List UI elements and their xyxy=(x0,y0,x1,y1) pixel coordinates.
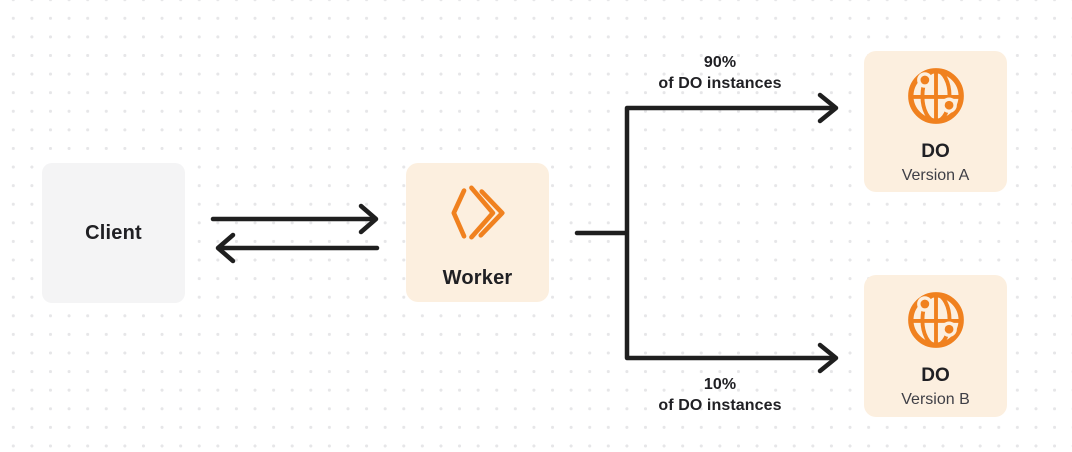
branch-bottom-arrowhead-icon xyxy=(817,342,839,374)
do-b-subtitle: Version B xyxy=(901,390,970,408)
client-label: Client xyxy=(85,221,142,244)
globe-icon xyxy=(907,292,964,348)
do-version-b-node: DO Version B xyxy=(864,275,1007,417)
branch-top-caption: of DO instances xyxy=(658,75,782,92)
do-b-title: DO xyxy=(921,365,950,386)
worker-to-client-arrowhead-icon xyxy=(215,232,236,264)
branch-bottom-caption: of DO instances xyxy=(658,397,782,414)
branch-top-label: 90% of DO instances xyxy=(620,52,820,94)
client-to-worker-arrowhead-icon xyxy=(358,203,379,235)
branch-bottom-percent: 10% xyxy=(703,376,737,393)
branch-top-percent: 90% xyxy=(703,54,737,71)
client-node: Client xyxy=(42,163,185,303)
globe-icon xyxy=(907,68,964,124)
branch-bottom-label: 10% of DO instances xyxy=(620,374,820,416)
do-a-subtitle: Version A xyxy=(901,166,970,184)
workers-logo-icon xyxy=(450,185,505,240)
worker-label: Worker xyxy=(442,267,513,289)
worker-node: Worker xyxy=(406,163,549,302)
do-version-a-node: DO Version A xyxy=(864,51,1007,192)
branch-trunk-line xyxy=(624,105,834,361)
do-a-title: DO xyxy=(921,141,950,162)
branch-top-arrowhead-icon xyxy=(817,92,839,124)
